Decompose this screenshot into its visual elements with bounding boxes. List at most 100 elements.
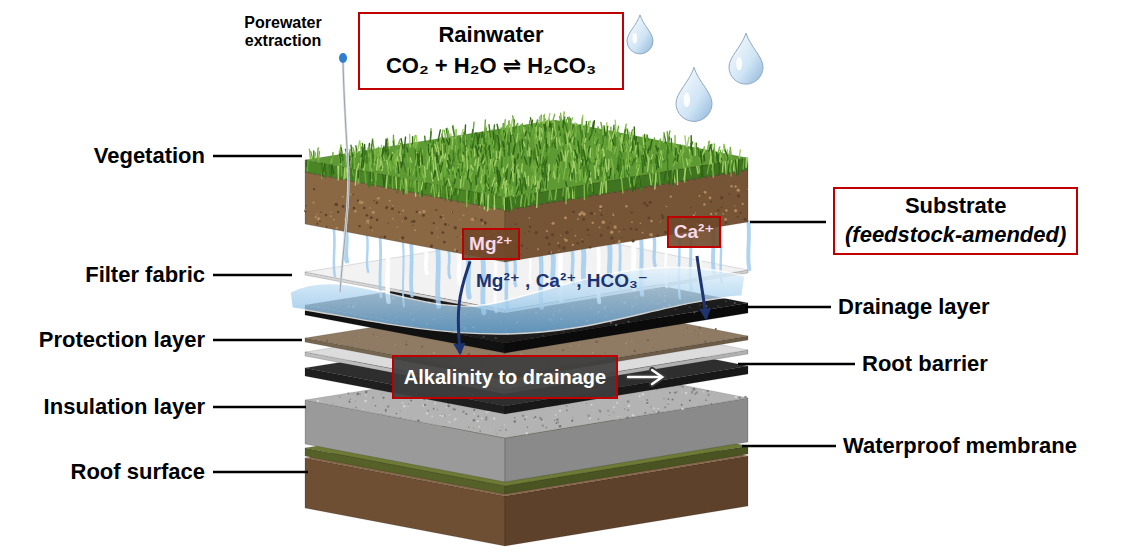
soil-grain <box>337 211 340 214</box>
soil-grain <box>412 220 415 223</box>
soil-grain <box>416 211 418 213</box>
soil-grain <box>354 210 357 213</box>
texture-dot <box>559 425 562 428</box>
texture-dot <box>531 337 532 338</box>
layer-label: Waterproof membrane <box>843 433 1077 458</box>
texture-dot <box>734 302 736 304</box>
texture-dot <box>599 411 601 413</box>
texture-dot <box>473 413 475 415</box>
texture-dot <box>726 336 727 337</box>
texture-dot <box>505 429 507 431</box>
leader-line <box>750 221 826 224</box>
leader-line <box>213 274 292 277</box>
texture-dot <box>376 336 377 337</box>
texture-dot <box>439 415 441 417</box>
leader-line <box>213 471 308 474</box>
soil-grain <box>430 232 433 235</box>
soil-grain <box>650 233 653 236</box>
water-stream <box>426 247 427 273</box>
texture-dot <box>572 406 574 408</box>
soil-grain <box>376 218 379 221</box>
texture-dot <box>416 351 417 352</box>
soil-grain <box>631 212 633 214</box>
soil-grain <box>525 233 526 234</box>
soil-grain <box>546 230 547 231</box>
texture-dot <box>687 327 688 328</box>
texture-dot <box>477 420 479 422</box>
soil-grain <box>313 188 315 190</box>
soil-grain <box>371 230 373 232</box>
texture-dot <box>705 399 707 401</box>
soil-grain <box>562 246 565 249</box>
soil-grain <box>392 218 394 220</box>
soil-grain <box>457 236 458 237</box>
grass-blades <box>306 112 747 212</box>
soil-grain <box>414 229 416 231</box>
soil-grain <box>737 216 739 218</box>
texture-dot <box>433 408 435 410</box>
texture-dot <box>542 424 544 426</box>
texture-dot <box>694 393 696 395</box>
soil-grain <box>614 214 615 215</box>
texture-dot <box>664 406 666 408</box>
soil-grain <box>578 213 581 216</box>
texture-dot <box>403 405 406 408</box>
soil-grain <box>589 246 591 248</box>
soil-grain <box>630 228 632 230</box>
soil-grain <box>334 203 338 207</box>
soil-grain <box>721 207 723 209</box>
soil-grain <box>397 226 399 228</box>
soil-grain <box>304 210 307 213</box>
texture-dot <box>514 420 516 422</box>
soil-grain <box>401 236 404 239</box>
ion-flow-arrow <box>697 256 706 318</box>
texture-dot <box>402 402 404 404</box>
layer-label: Vegetation <box>94 143 205 168</box>
texture-dot <box>616 402 618 404</box>
soil-grain <box>710 201 712 203</box>
node-heading: Alkalinity to drainage <box>404 365 606 389</box>
soil-grain <box>444 223 447 226</box>
texture-dot <box>405 344 407 346</box>
water-stream <box>438 249 439 306</box>
texture-dot <box>524 418 526 420</box>
soil-grain <box>737 194 740 197</box>
layer-label: Insulation layer <box>44 394 205 419</box>
soil-grain <box>320 211 322 213</box>
texture-dot <box>355 407 357 409</box>
soil-grain <box>352 194 354 196</box>
texture-dot <box>473 409 475 411</box>
soil-grain <box>587 229 590 232</box>
texture-dot <box>632 414 634 416</box>
soil-grain <box>402 209 404 211</box>
texture-dot <box>352 393 354 395</box>
water-stream <box>334 229 335 276</box>
texture-dot <box>533 417 536 420</box>
texture-dot <box>566 409 568 411</box>
texture-dot <box>542 335 544 337</box>
texture-dot <box>592 352 594 354</box>
texture-dot <box>555 414 557 416</box>
texture-dot <box>669 392 671 394</box>
texture-dot <box>442 415 445 418</box>
texture-dot <box>357 392 360 395</box>
drainage-direction-arrowhead <box>652 370 662 384</box>
texture-dot <box>426 412 428 414</box>
soil-grain <box>550 251 552 253</box>
texture-dot <box>477 415 479 417</box>
soil-grain <box>660 221 661 222</box>
texture-dot <box>566 405 568 407</box>
texture-dot <box>653 411 654 412</box>
soil-grain <box>385 206 388 209</box>
texture-dot <box>347 392 349 394</box>
texture-dot <box>700 304 701 305</box>
soil-grain <box>662 216 665 219</box>
soil-grain <box>720 196 723 199</box>
soil-grain <box>715 213 717 215</box>
soil-grain <box>703 203 706 206</box>
texture-dot <box>400 410 401 411</box>
soil-grain <box>422 214 425 217</box>
water-stream <box>459 253 460 283</box>
texture-dot <box>479 430 481 432</box>
leader-line <box>213 339 302 342</box>
